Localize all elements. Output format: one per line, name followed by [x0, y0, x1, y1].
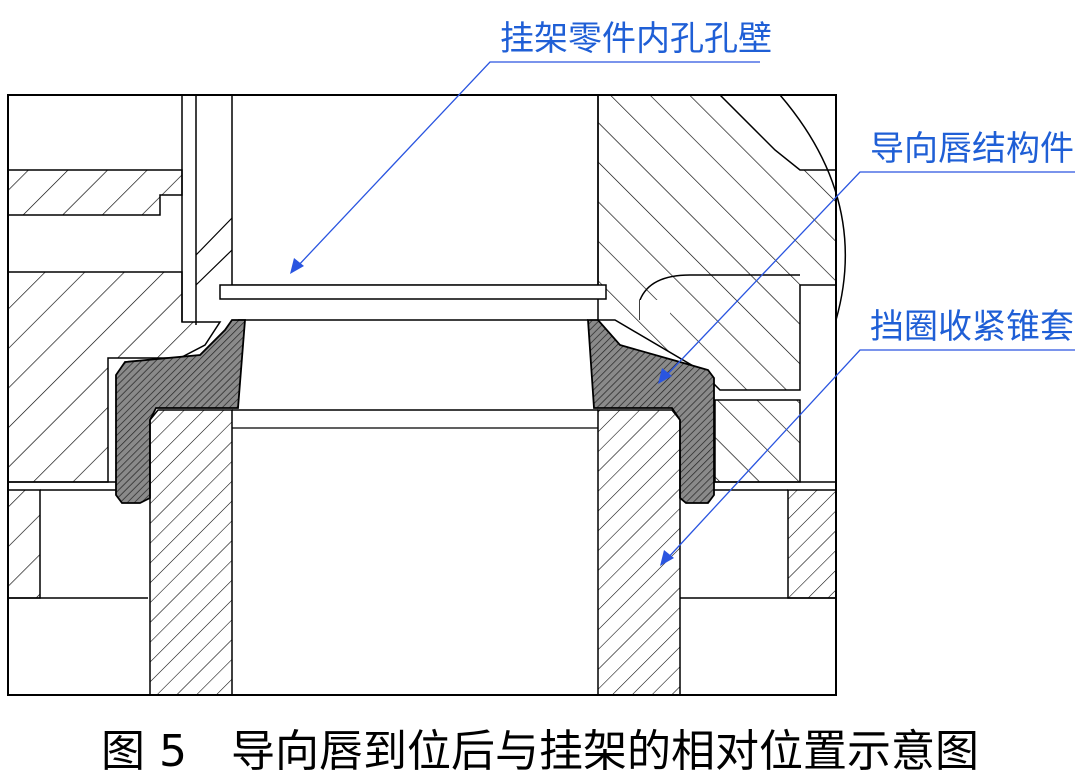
figure-caption: 图 5 导向唇到位后与挂架的相对位置示意图: [101, 726, 979, 777]
callout-retaining-cone: 挡圈收紧锥套: [870, 307, 1074, 347]
left-lower-hatch: [7, 489, 41, 599]
cone-sleeve-right: [597, 409, 681, 696]
leader-bore-wall: [295, 61, 760, 269]
guide-lip-left: [115, 319, 246, 504]
callout-bore-wall: 挂架零件内孔孔壁: [500, 19, 772, 59]
leader-guide-lip: [663, 171, 1075, 379]
right-bottom-hatch: [787, 489, 837, 599]
right-upper-hatch: [597, 94, 837, 391]
left-upper-hatch: [7, 169, 183, 216]
leader-retaining-cone: [665, 349, 1075, 561]
guide-lip-right: [587, 319, 715, 504]
bore-flange: [219, 284, 607, 300]
right-lower-hatch: [714, 399, 801, 483]
cone-sleeve-left: [149, 409, 233, 696]
right-arc: [779, 94, 846, 321]
callout-guide-lip: 导向唇结构件: [870, 129, 1074, 169]
